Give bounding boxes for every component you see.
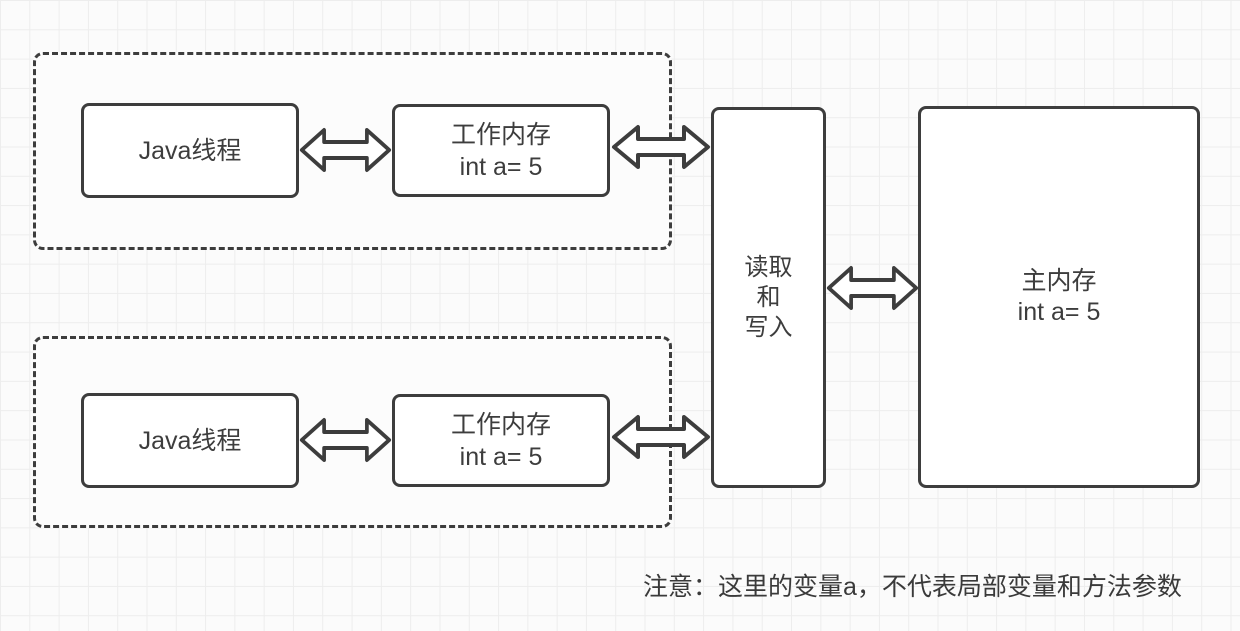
read-write-line-3: 写入	[744, 313, 793, 341]
working-memory-node-2: 工作内存 int a= 5	[392, 394, 610, 487]
double-arrow-icon-readwrite-mainmemory	[826, 266, 919, 310]
main-memory-value: int a= 5	[1017, 298, 1101, 326]
double-arrow-icon-thread2-working2	[299, 418, 392, 462]
read-write-line-2: 和	[756, 283, 781, 311]
java-thread-node-2: Java线程	[81, 393, 299, 488]
working-memory-value: int a= 5	[459, 442, 543, 471]
note-text: 注意：这里的变量a，不代表局部变量和方法参数	[643, 573, 1182, 601]
java-thread-node-1: Java线程	[81, 103, 299, 198]
main-memory-node: 主内存 int a= 5	[918, 106, 1200, 488]
working-memory-node-1: 工作内存 int a= 5	[392, 104, 610, 197]
double-arrow-icon-thread1-working1	[299, 128, 392, 172]
java-thread-label: Java线程	[138, 136, 242, 165]
working-memory-value: int a= 5	[459, 152, 543, 181]
main-memory-title: 主内存	[1021, 267, 1097, 295]
working-memory-title: 工作内存	[450, 410, 551, 439]
read-write-node: 读取 和 写入	[711, 107, 826, 488]
double-arrow-icon-working2-readwrite	[612, 415, 710, 459]
working-memory-title: 工作内存	[450, 120, 551, 149]
read-write-line-1: 读取	[744, 253, 793, 281]
double-arrow-icon-working1-readwrite	[612, 125, 710, 169]
java-thread-label: Java线程	[138, 426, 242, 455]
